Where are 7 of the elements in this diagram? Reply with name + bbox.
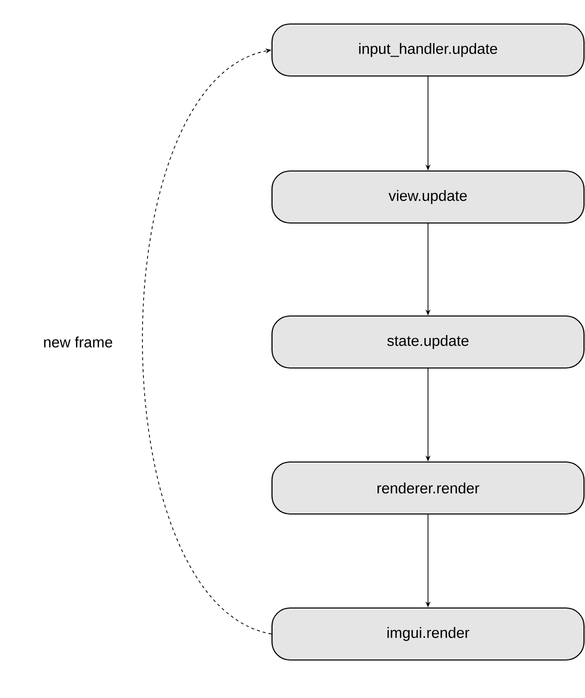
process-box: input_handler.update [271, 23, 585, 77]
process-box: imgui.render [271, 607, 585, 661]
process-box: renderer.render [271, 461, 585, 515]
process-box: state.update [271, 315, 585, 369]
edge-label: new frame [41, 334, 115, 350]
arrow [142, 48, 272, 634]
process-box: view.update [271, 170, 585, 224]
